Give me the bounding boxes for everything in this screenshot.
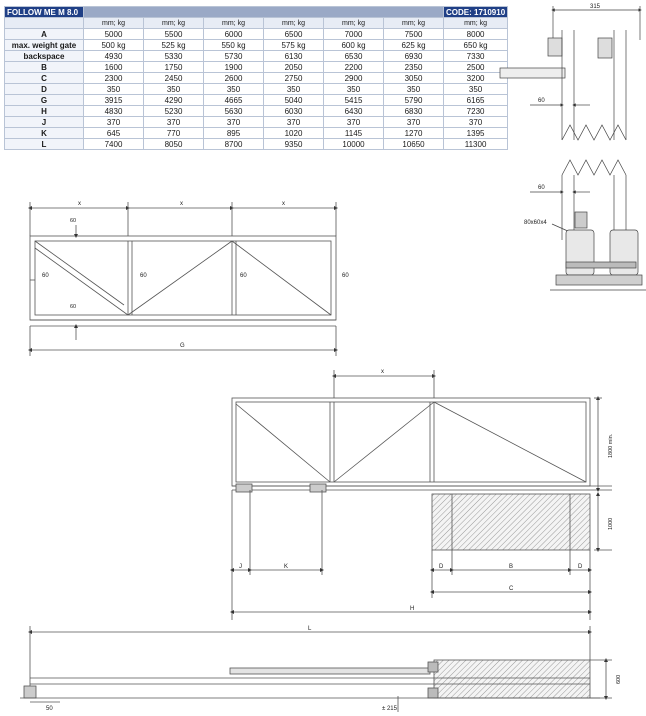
dim-50: 50 — [46, 706, 53, 712]
dim-1800-min: 1800 min. — [608, 433, 614, 458]
row-label: H — [4, 105, 84, 117]
dim-D-right: D — [578, 564, 583, 570]
dim-1000: 1000 — [608, 518, 614, 530]
dim-60-left: 60 — [42, 273, 49, 279]
table-cell: 9350 — [263, 138, 324, 150]
dim-D-left: D — [439, 564, 444, 570]
track-plan-view — [20, 626, 612, 712]
dim-315: 315 — [590, 4, 601, 10]
table-cell: 2500 — [442, 61, 509, 73]
dim-60-far-right: 60 — [342, 273, 349, 279]
table-cell: 625 kg — [383, 39, 444, 51]
top-view-detail — [499, 6, 642, 141]
table-cell: 10650 — [383, 138, 444, 150]
table-cell: 10000 — [323, 138, 384, 150]
gate-frame-elevation — [28, 202, 338, 356]
dim-60-middle: 60 — [140, 273, 147, 279]
profile-label: 80x60x4 — [524, 220, 547, 226]
dim-H: H — [410, 606, 414, 612]
dim-C: C — [509, 586, 514, 592]
table-cell: 11300 — [442, 138, 509, 150]
dim-60-vertical-bottom: 60 — [70, 304, 76, 310]
dim-B: B — [509, 564, 513, 570]
dim-215: ± 215 — [382, 706, 398, 712]
dim-G: G — [180, 343, 185, 349]
dim-60-right: 60 — [240, 273, 247, 279]
dim-L: L — [308, 626, 312, 632]
dim-60-side: 60 — [538, 185, 545, 191]
dim-K: K — [284, 564, 288, 570]
dim-x-2: x — [180, 201, 183, 207]
gate-installation-elevation — [230, 370, 612, 620]
dim-60-vertical-top: 60 — [70, 218, 76, 224]
row-label: max. weight gate — [4, 39, 84, 51]
dim-x-1: x — [78, 201, 81, 207]
dim-x-3: x — [282, 201, 285, 207]
unit-cell: mm; kg — [203, 17, 264, 29]
dim-J: J — [239, 564, 242, 570]
dim-600: 600 — [616, 675, 622, 684]
side-view-detail — [530, 159, 646, 291]
dim-60-top: 60 — [538, 98, 545, 104]
dim-x-4: x — [381, 369, 384, 375]
